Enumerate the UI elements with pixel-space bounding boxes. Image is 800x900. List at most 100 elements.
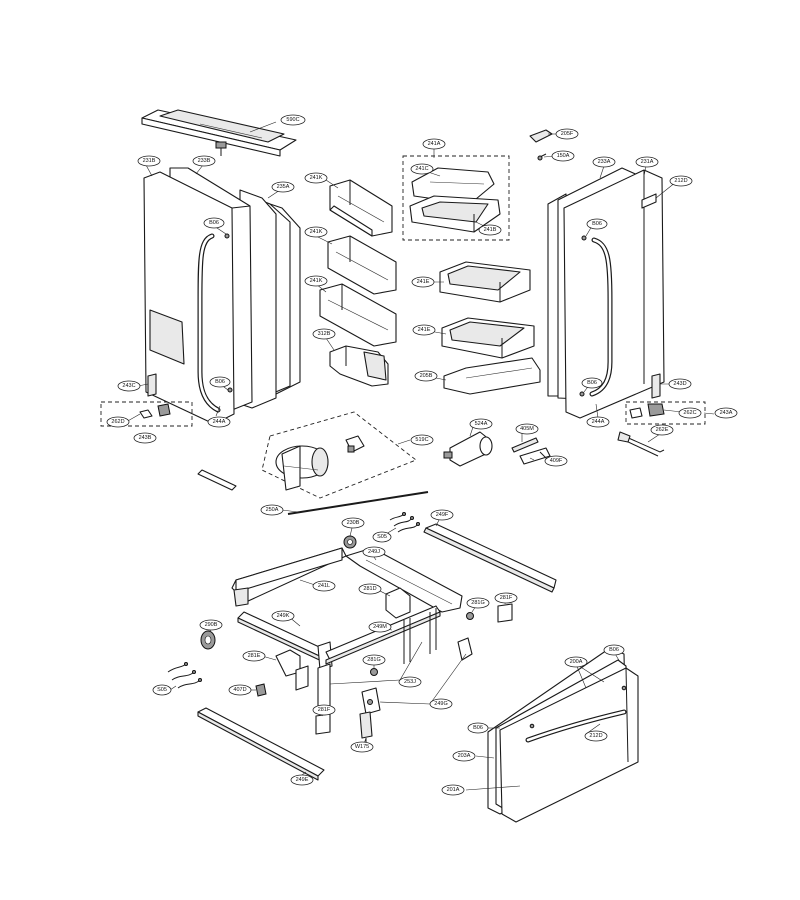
callout-241b: 241B bbox=[478, 224, 502, 236]
callout-241a: 241A bbox=[422, 138, 446, 150]
svg-text:243D: 243D bbox=[673, 381, 686, 387]
screw-281g-2 bbox=[370, 668, 378, 676]
bracket-281f-1 bbox=[497, 603, 513, 623]
svg-text:231B: 231B bbox=[143, 158, 156, 164]
svg-text:B06: B06 bbox=[609, 647, 619, 653]
svg-text:233B: 233B bbox=[198, 158, 211, 164]
small-part-150a bbox=[537, 153, 547, 161]
svg-text:231A: 231A bbox=[641, 159, 654, 165]
small-part-205f bbox=[529, 129, 553, 143]
svg-text:212D: 212D bbox=[589, 733, 602, 739]
callout-590c: 590C bbox=[280, 114, 306, 126]
svg-text:S05: S05 bbox=[377, 534, 387, 540]
svg-text:524A: 524A bbox=[475, 421, 488, 427]
leg-253j bbox=[317, 663, 331, 711]
svg-text:243A: 243A bbox=[720, 410, 733, 416]
callout-281g-2: 281G bbox=[362, 654, 386, 666]
svg-text:W175: W175 bbox=[355, 744, 369, 750]
callout-241e-2: 241E bbox=[412, 324, 436, 336]
callout-249j: 249J bbox=[362, 546, 386, 558]
callout-231b: 231B bbox=[137, 155, 161, 167]
svg-text:249G: 249G bbox=[434, 701, 447, 707]
wires-s05-left bbox=[167, 662, 202, 689]
svg-text:405M: 405M bbox=[520, 426, 534, 432]
callout-281e: 281E bbox=[242, 650, 266, 662]
callout-243b: 243B bbox=[133, 432, 157, 444]
callout-241k-1: 241K bbox=[304, 172, 328, 184]
slide-249m bbox=[325, 605, 441, 665]
svg-text:201A: 201A bbox=[447, 787, 460, 793]
left-door-assembly bbox=[143, 167, 301, 425]
callout-806-bot: B06 bbox=[603, 644, 625, 656]
callout-262d: 262D bbox=[106, 416, 130, 428]
callout-262e: 262E bbox=[650, 424, 674, 436]
callout-806-mid: B06 bbox=[467, 722, 489, 734]
callout-w175: W175 bbox=[350, 741, 374, 753]
svg-text:150A: 150A bbox=[557, 153, 570, 159]
door-bin-241k-2 bbox=[327, 235, 397, 295]
svg-text:249E: 249E bbox=[296, 777, 309, 783]
right-hinge-group bbox=[617, 373, 706, 457]
left-hinge-group bbox=[100, 373, 193, 427]
svg-text:241E: 241E bbox=[417, 279, 430, 285]
svg-text:281F: 281F bbox=[500, 595, 513, 601]
callout-249f: 249F bbox=[430, 509, 454, 521]
part-405m bbox=[511, 437, 539, 453]
right-door-assembly bbox=[547, 167, 665, 419]
door-bin-241e-1 bbox=[439, 261, 531, 303]
callout-249m: 249M bbox=[368, 621, 392, 633]
callout-806-ul: B06 bbox=[203, 217, 225, 229]
callout-212d-top: 212D bbox=[669, 175, 693, 187]
callout-249g: 249G bbox=[429, 698, 453, 710]
callout-243d: 243D bbox=[668, 378, 692, 390]
callout-249k: 249K bbox=[271, 610, 295, 622]
gear-290b bbox=[200, 630, 216, 650]
svg-text:241K: 241K bbox=[310, 278, 323, 284]
door-bin-241e-2 bbox=[441, 317, 535, 359]
freezer-drawer-door bbox=[487, 647, 639, 823]
callout-235a: 235A bbox=[271, 181, 295, 193]
svg-text:590C: 590C bbox=[286, 117, 299, 123]
callout-212d-bot: 212D bbox=[584, 730, 608, 742]
svg-text:244A: 244A bbox=[213, 419, 226, 425]
top-cover-panel bbox=[141, 109, 297, 157]
svg-text:409F: 409F bbox=[550, 458, 563, 464]
svg-text:281F: 281F bbox=[318, 707, 331, 713]
callout-241k-3: 241K bbox=[304, 275, 328, 287]
callout-519c: 519C bbox=[410, 434, 434, 446]
svg-text:250A: 250A bbox=[266, 507, 279, 513]
callout-230b: 230B bbox=[341, 517, 365, 529]
svg-text:212D: 212D bbox=[674, 178, 687, 184]
bracket-281d bbox=[385, 587, 411, 619]
svg-text:243C: 243C bbox=[122, 383, 135, 389]
callout-244a-l: 244A bbox=[207, 416, 231, 428]
svg-text:262D: 262D bbox=[111, 419, 124, 425]
svg-text:281D: 281D bbox=[363, 586, 376, 592]
cartridge-524a bbox=[443, 431, 493, 467]
bracket-281f-2 bbox=[315, 713, 331, 735]
rail-249e bbox=[197, 707, 325, 781]
callout-s05-2: S05 bbox=[152, 684, 172, 696]
svg-text:241K: 241K bbox=[310, 229, 323, 235]
callout-281f-2: 281F bbox=[312, 704, 336, 716]
svg-text:253J: 253J bbox=[404, 679, 416, 685]
callout-281g: 281G bbox=[466, 597, 490, 609]
svg-text:203A: 203A bbox=[458, 753, 471, 759]
callout-312b: 312B bbox=[312, 328, 336, 340]
svg-text:244A: 244A bbox=[592, 419, 605, 425]
callout-281f-1: 281F bbox=[494, 592, 518, 604]
svg-text:205B: 205B bbox=[420, 373, 433, 379]
callout-806-ll: B06 bbox=[209, 376, 231, 388]
callout-243c: 243C bbox=[117, 380, 141, 392]
svg-text:B06: B06 bbox=[215, 379, 225, 385]
callout-244a-r: 244A bbox=[586, 416, 610, 428]
callout-253j: 253J bbox=[398, 676, 422, 688]
svg-text:230B: 230B bbox=[347, 520, 360, 526]
callout-s05-1: S05 bbox=[372, 531, 392, 543]
callout-200a: 200A bbox=[564, 656, 588, 668]
svg-text:262E: 262E bbox=[656, 427, 669, 433]
svg-text:235A: 235A bbox=[277, 184, 290, 190]
svg-text:241B: 241B bbox=[484, 227, 497, 233]
callout-labels: 590C 205F 150A 241A 241C 241B 231B 233B … bbox=[106, 114, 738, 796]
